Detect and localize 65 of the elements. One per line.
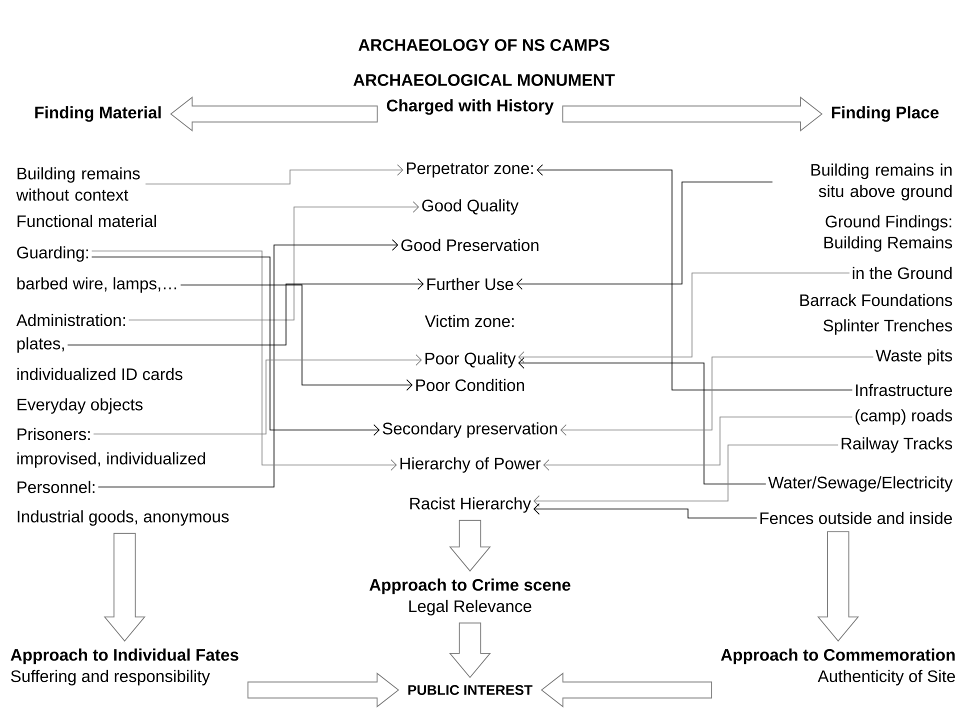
block-arrow: [247, 672, 400, 708]
connector-arrow: [91, 256, 380, 436]
list-item: Building remains in situ above ground: [811, 164, 952, 200]
block-arrow: [817, 531, 860, 642]
list-item: Water/Sewage/Electricity: [768, 476, 953, 492]
list-item: in the Ground: [852, 266, 952, 280]
block-arrow: [562, 96, 823, 132]
list-item: Building remains without context: [16, 167, 140, 201]
category-label: Hierarchy of Power: [400, 457, 541, 473]
connector-arrow: [67, 278, 424, 346]
connector-arrow: [516, 182, 773, 290]
category-label: Further Use: [427, 278, 514, 290]
subtitle: ARCHAEOLOGICAL MONUMENT: [353, 74, 615, 86]
category-label: Perpetrator zone:: [406, 162, 533, 178]
connector-arrow: [145, 164, 404, 184]
connector-arrow: [536, 164, 853, 390]
block-arrow: [449, 622, 491, 678]
list-item: Fences outside and inside: [760, 512, 952, 524]
block-arrow: [104, 532, 146, 642]
approach-heading: Approach to Individual Fates Suffering and responsibility: [10, 648, 238, 686]
category-label: Victim zone:: [424, 314, 514, 328]
category-label: Poor Quality: [426, 352, 516, 368]
connector-arrow: [180, 284, 413, 391]
approach-heading: Approach to Commemoration Authenticity of Site: [720, 648, 955, 686]
approach-heading: Approach to Crime scene Legal Relevance: [369, 578, 570, 616]
list-item: improvised, individualized: [17, 452, 206, 468]
list-item: Personnel:: [18, 480, 94, 494]
heading: Finding Material: [35, 106, 161, 122]
list-item: Waste pits: [876, 349, 952, 365]
category-label: Secondary preservation: [382, 422, 557, 438]
category-label: Racist Hierarchy: [410, 497, 532, 513]
connector-arrow: [543, 416, 853, 471]
list-item: Administration:: [16, 314, 125, 326]
connector-arrow: [560, 356, 874, 436]
block-arrow: [170, 96, 378, 132]
connector-arrow: [518, 272, 850, 363]
heading: Finding Place: [832, 106, 939, 122]
connector-arrow: [128, 201, 420, 320]
connector-arrow: [93, 354, 422, 434]
category-label: Poor Condition: [416, 378, 524, 392]
title: ARCHAEOLOGY OF NS CAMPS: [358, 39, 610, 51]
list-item: Prisoners:: [18, 428, 90, 440]
list-item: Splinter Trenches: [824, 319, 952, 335]
list-item: Railway Tracks: [842, 437, 952, 453]
list-item: Functional material: [18, 214, 156, 228]
list-item: Barrack Foundations: [800, 294, 952, 306]
connector-arrow: [533, 444, 838, 507]
category-label: Good Preservation: [401, 238, 538, 252]
result-label: PUBLIC INTEREST: [408, 685, 532, 695]
heading: Charged with History: [386, 99, 554, 115]
category-label: Good Quality: [422, 199, 519, 215]
list-item: Building Remains: [824, 236, 952, 252]
list-item: barbed wire, lamps,…: [17, 277, 176, 293]
list-item: Guarding:: [17, 246, 88, 262]
list-item: plates,: [17, 337, 64, 353]
list-item: Everyday objects: [18, 398, 143, 414]
list-item: Industrial goods, anonymous: [18, 510, 229, 526]
block-arrow: [449, 520, 491, 572]
connector-arrow: [518, 357, 766, 484]
connector-arrow: [533, 503, 758, 518]
list-item: Ground Findings:: [826, 215, 952, 231]
list-item: individualized ID cards: [17, 368, 182, 380]
block-arrow: [540, 672, 712, 708]
list-item: Infrastructure: [856, 384, 952, 396]
list-item: (camp) roads: [856, 409, 952, 425]
